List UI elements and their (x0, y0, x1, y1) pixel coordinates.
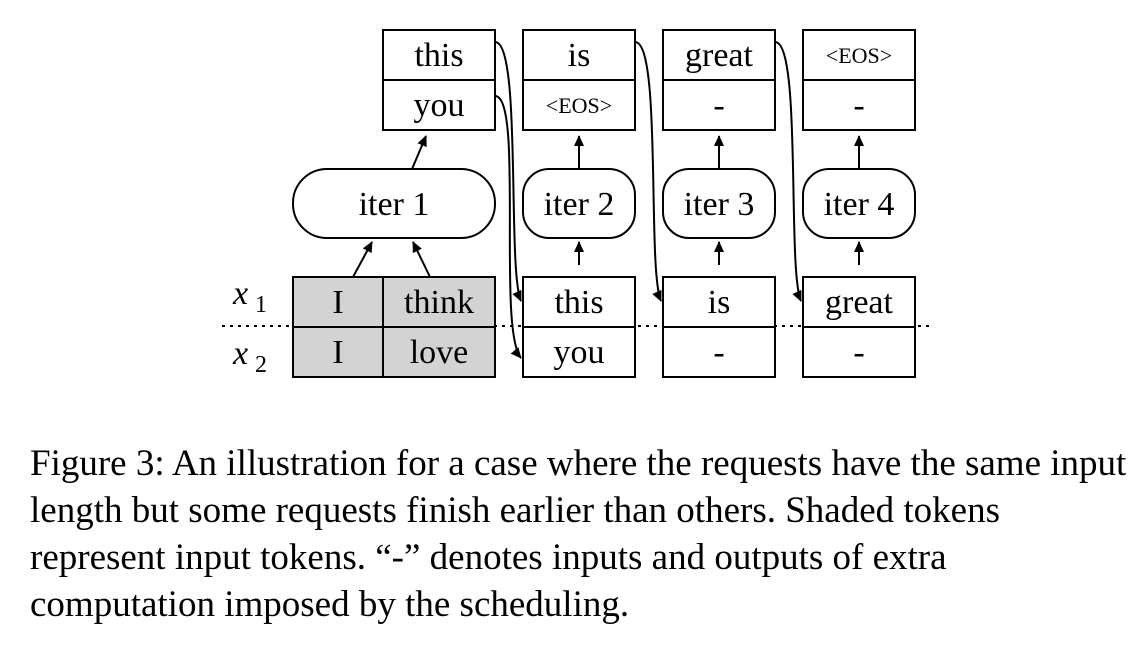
input-token: - (713, 334, 724, 371)
output-token: - (713, 87, 724, 124)
input-token: love (410, 334, 469, 371)
svg-text:x: x (232, 275, 248, 312)
output-token: you (414, 87, 465, 124)
input-token: is (708, 284, 731, 321)
batching-diagram: x 1 x 2 I think I love iter 1 this you i… (222, 29, 932, 378)
svg-text:x: x (232, 335, 248, 372)
input-token: - (853, 334, 864, 371)
iteration-label: iter 2 (544, 186, 615, 223)
figure-caption: Figure 3: An illustration for a case whe… (30, 443, 1127, 625)
input-token-box (662, 276, 776, 328)
input-token: this (554, 284, 603, 321)
input-token: I (332, 284, 343, 321)
output-token-box (802, 29, 916, 81)
output-token-box (522, 79, 636, 131)
input-token-box (522, 326, 636, 378)
input-token-box (802, 326, 916, 378)
svg-text:1: 1 (255, 292, 267, 318)
output-token: <EOS> (546, 93, 612, 118)
iteration-node (292, 168, 496, 239)
svg-text:2: 2 (255, 352, 267, 378)
output-token: <EOS> (826, 43, 892, 68)
input-token-box (382, 276, 496, 328)
output-token-box (662, 79, 776, 131)
output-token-box (802, 79, 916, 131)
input-token: think (404, 284, 474, 321)
row-label-x2: x 2 (232, 335, 267, 378)
input-token-box (382, 326, 496, 378)
output-token: this (414, 37, 463, 74)
input-token-grid: I think I love (292, 276, 496, 378)
row-label-x1: x 1 (232, 275, 267, 318)
iteration-label: iter 4 (824, 186, 895, 223)
output-token: - (853, 87, 864, 124)
input-token: you (554, 334, 605, 371)
input-token-box (662, 326, 776, 378)
iteration-label: iter 1 (359, 186, 430, 223)
output-token: great (685, 37, 754, 74)
feedback-arrows (494, 41, 802, 359)
input-token: I (332, 334, 343, 371)
output-token-box (382, 79, 496, 131)
output-token: is (568, 37, 591, 74)
input-token: great (825, 284, 894, 321)
iteration-label: iter 3 (684, 186, 755, 223)
output-token-box (662, 29, 776, 81)
